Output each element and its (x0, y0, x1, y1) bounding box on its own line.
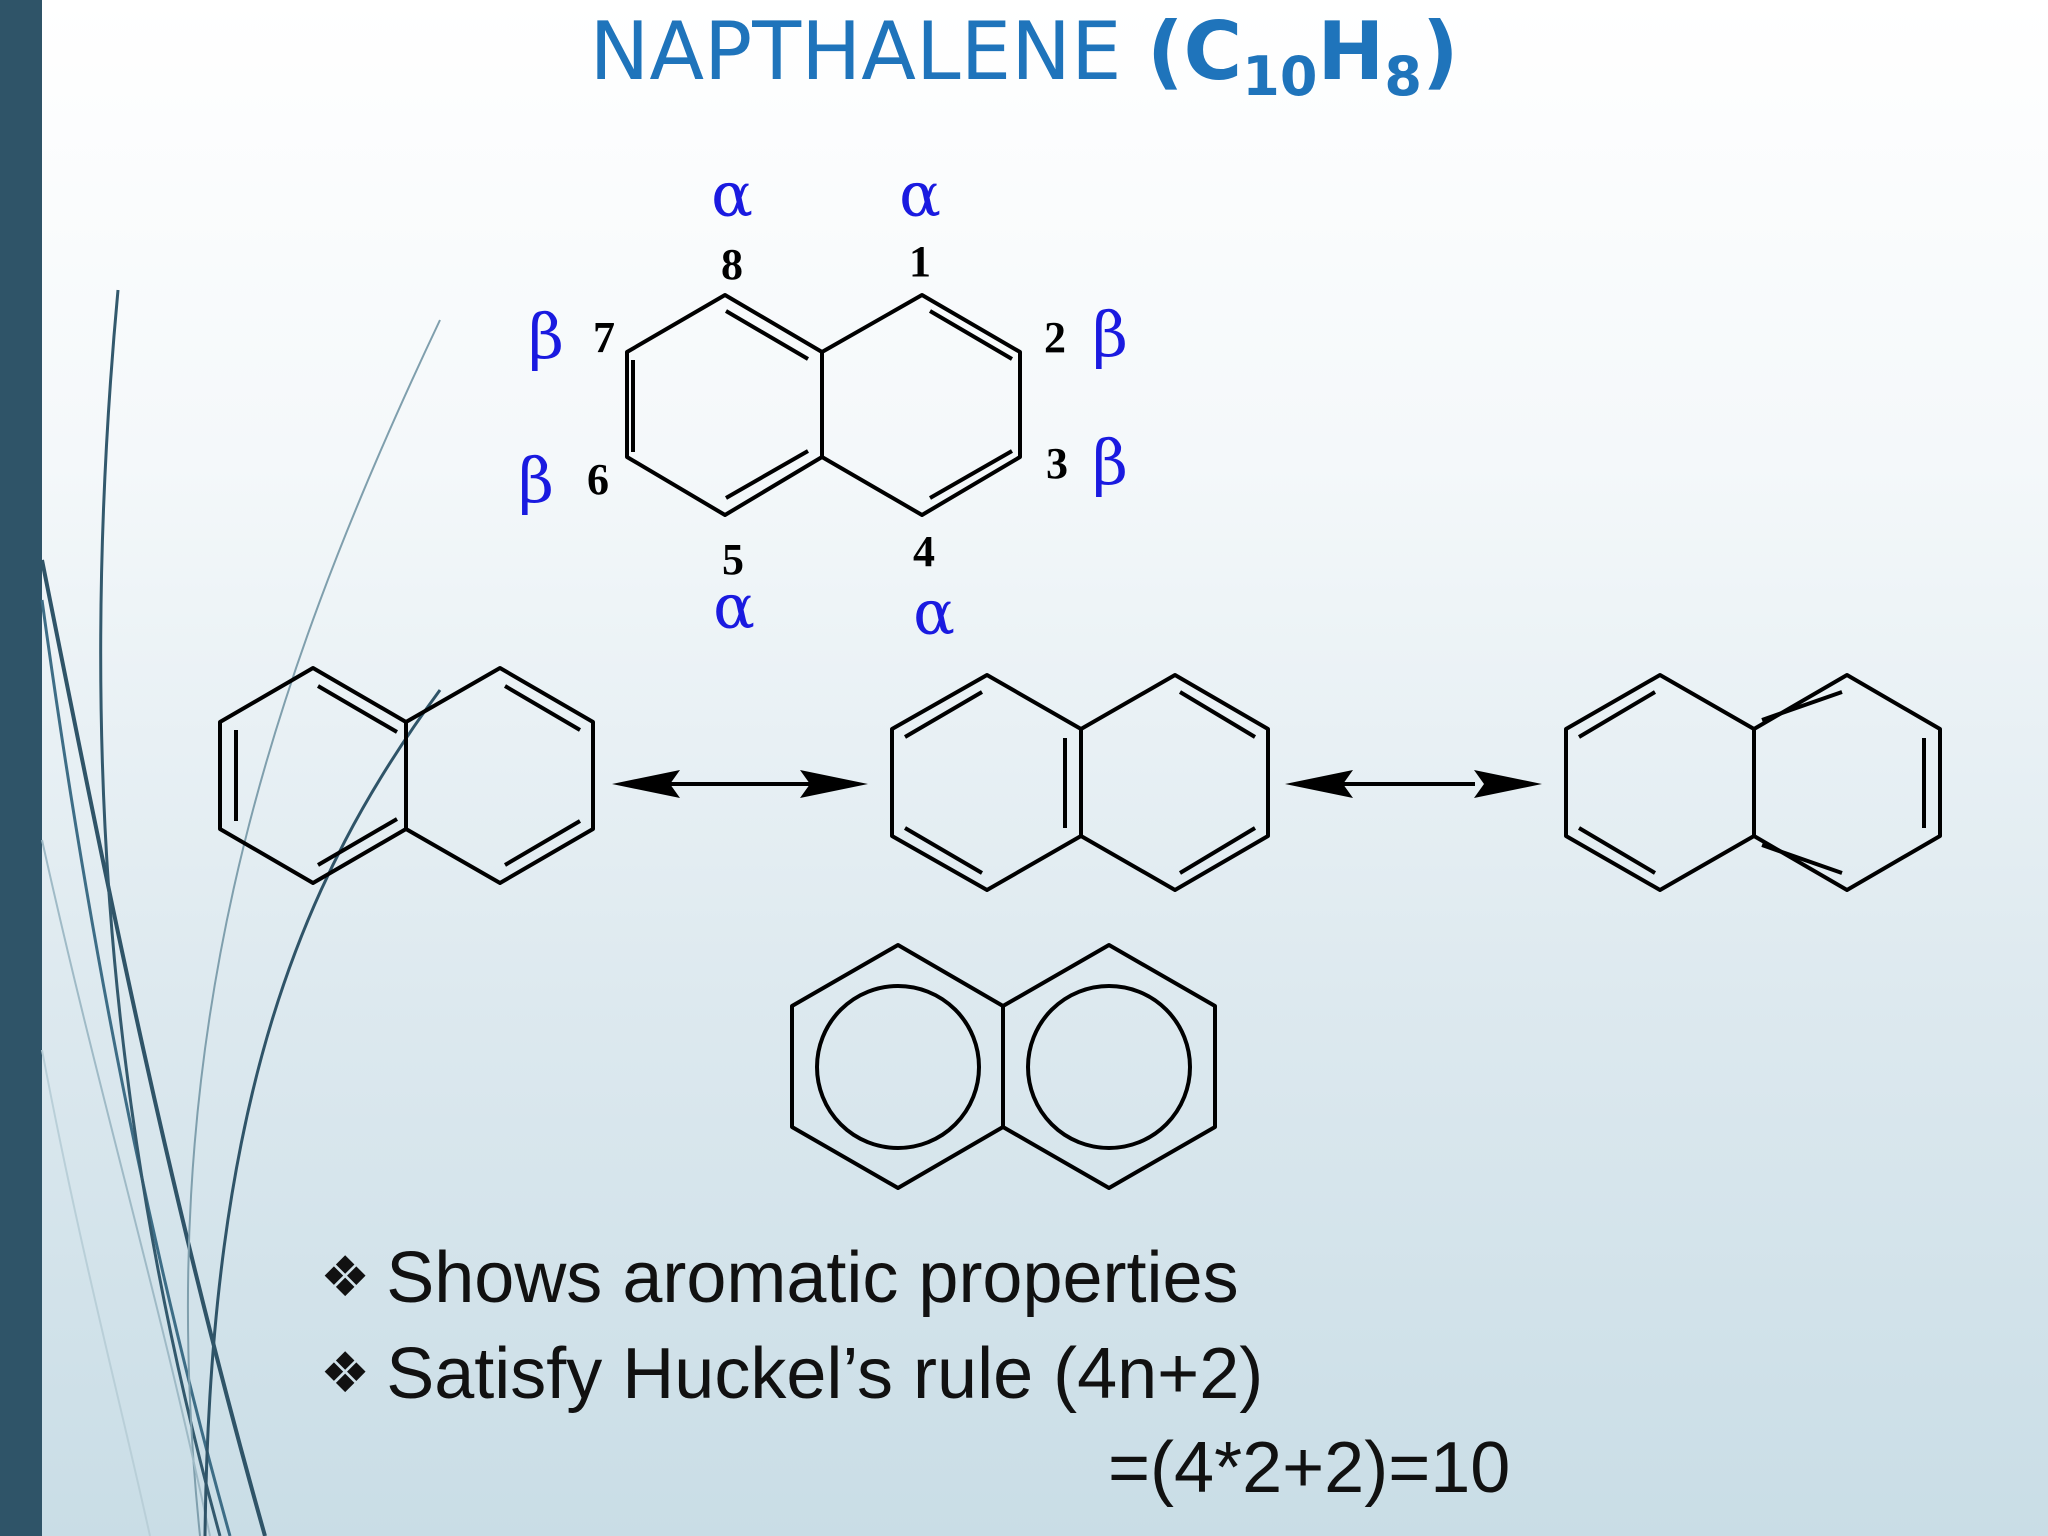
bullet-item-aromatic: ❖Shows aromatic properties (320, 1230, 1263, 1326)
beta-label-7: β (528, 300, 564, 373)
beta-label-3: β (1092, 426, 1128, 499)
molecular-formula: (C10H8) (1146, 5, 1459, 108)
beta-label-6: β (518, 444, 554, 517)
left-accent-bar (0, 0, 42, 1536)
bullet-text: Satisfy Huckel’s rule (4n+2) (386, 1334, 1264, 1414)
position-number-7: 7 (593, 313, 615, 362)
numbered-structure (625, 293, 1022, 517)
huckel-calculation: =(4*2+2)=10 (1108, 1428, 1511, 1508)
title-name: NAPTHALENE (589, 5, 1122, 98)
alpha-label-4: α (913, 576, 955, 649)
resonance-structure-2 (890, 673, 1270, 892)
delocalized-structure (790, 943, 1217, 1190)
bullet-text: Shows aromatic properties (386, 1238, 1239, 1318)
position-number-2: 2 (1044, 313, 1066, 362)
diamond-bullet-icon: ❖ (320, 1245, 371, 1310)
resonance-structure-1 (218, 666, 595, 885)
bullet-list: ❖Shows aromatic properties ❖Satisfy Huck… (320, 1230, 1263, 1422)
resonance-structure-3 (1564, 673, 1942, 892)
position-number-1: 1 (909, 237, 931, 286)
beta-label-2: β (1092, 298, 1128, 371)
position-number-4: 4 (913, 527, 935, 576)
position-number-5: 5 (722, 535, 744, 584)
bullet-item-huckel: ❖Satisfy Huckel’s rule (4n+2) (320, 1326, 1263, 1422)
alpha-label-1: α (899, 158, 941, 231)
page-title: NAPTHALENE (C10H8) (0, 0, 2048, 110)
position-number-3: 3 (1046, 439, 1068, 488)
position-number-6: 6 (587, 455, 609, 504)
position-number-8: 8 (721, 240, 743, 289)
alpha-label-5: α (713, 570, 755, 643)
alpha-label-8: α (711, 158, 753, 231)
diamond-bullet-icon: ❖ (320, 1341, 371, 1406)
